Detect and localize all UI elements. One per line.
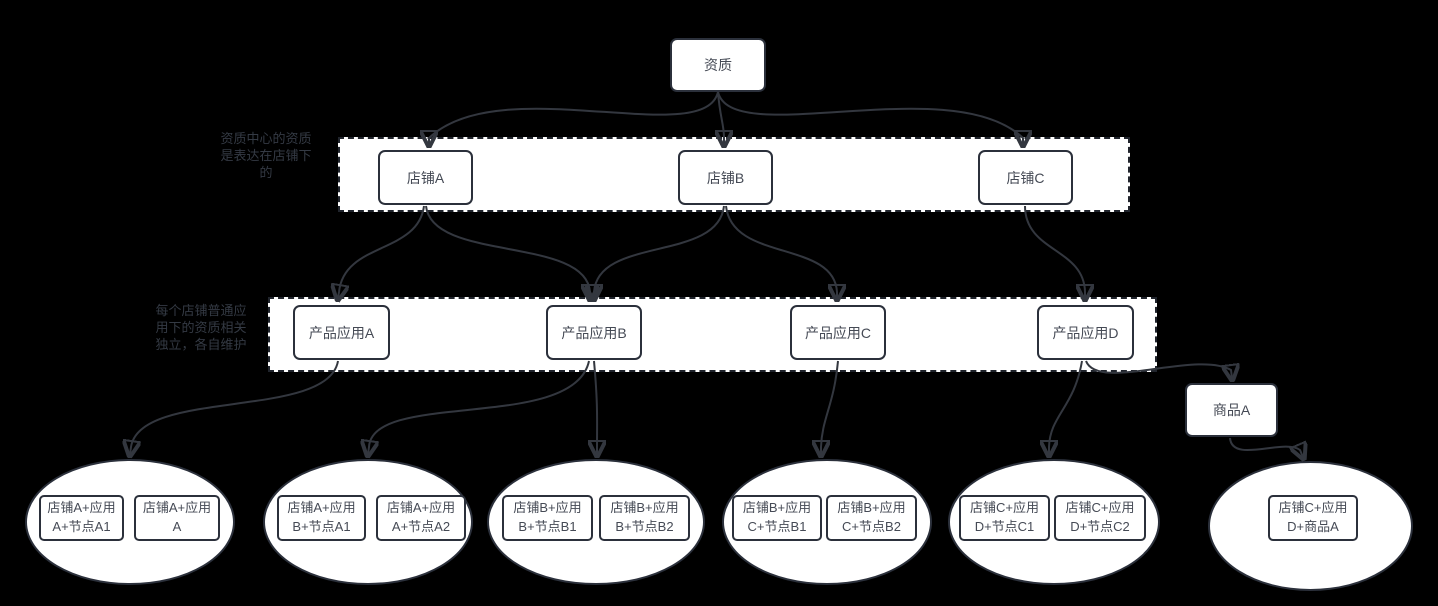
node-product-a: 商品A xyxy=(1185,383,1278,437)
arrow-app-b-to-ellipse-2 xyxy=(368,360,590,454)
arrow-app-d-to-ellipse-5 xyxy=(1049,360,1083,454)
leaf-shop-c-app-d-product-a: 店铺C+应用 D+商品A xyxy=(1268,495,1358,541)
node-app-d: 产品应用D xyxy=(1037,305,1134,360)
node-shop-a-label: 店铺A xyxy=(406,169,445,186)
node-app-d-label: 产品应用D xyxy=(1052,324,1119,341)
node-app-b: 产品应用B xyxy=(546,305,642,360)
arrow-shop-b-to-app-b xyxy=(594,205,725,298)
leaf-shop-b-app-c-node-b1: 店铺B+应用 C+节点B1 xyxy=(732,495,822,541)
node-shop-a: 店铺A xyxy=(378,150,473,205)
annotation-app-qualification: 每个店铺普通应 用下的资质相关 独立，各自维护 xyxy=(155,303,247,352)
leaf-shop-a-app-a-node-a1: 店铺A+应用 A+节点A1 xyxy=(39,495,124,541)
node-app-b-label: 产品应用B xyxy=(561,324,627,341)
arrow-app-b-to-ellipse-3 xyxy=(594,360,597,454)
leaf-shop-a-app-a-node-a2: 店铺A+应用 A+节点A2 xyxy=(376,495,466,541)
node-shop-b-label: 店铺B xyxy=(706,169,745,186)
node-shop-c-label: 店铺C xyxy=(1006,169,1045,186)
leaf-shop-a-app-b-node-a1: 店铺A+应用 B+节点A1 xyxy=(277,495,366,541)
annotation-shop-qualification: 资质中心的资质 是表达在店铺下 的 xyxy=(220,131,312,180)
node-app-c: 产品应用C xyxy=(790,305,886,360)
node-qualification-label: 资质 xyxy=(704,57,732,73)
leaf-shop-c-app-d-node-c2: 店铺C+应用 D+节点C2 xyxy=(1054,495,1146,541)
leaf-shop-b-app-b-node-b2: 店铺B+应用 B+节点B2 xyxy=(599,495,690,541)
arrow-shop-b-to-app-c xyxy=(725,205,837,298)
leaf-shop-a-app-a: 店铺A+应用 A xyxy=(134,495,220,541)
arrow-product-a-to-ellipse-6 xyxy=(1229,437,1303,457)
node-app-a-label: 产品应用A xyxy=(308,324,375,341)
node-qualification: 资质 xyxy=(670,38,766,92)
leaf-shop-b-app-b-node-b1: 店铺B+应用 B+节点B1 xyxy=(502,495,593,541)
leaf-shop-b-app-c-node-b2: 店铺B+应用 C+节点B2 xyxy=(826,495,917,541)
leaf-shop-c-app-d-node-c1: 店铺C+应用 D+节点C1 xyxy=(959,495,1050,541)
node-app-a: 产品应用A xyxy=(293,305,390,360)
node-shop-c: 店铺C xyxy=(978,150,1073,205)
node-app-c-label: 产品应用C xyxy=(804,324,872,341)
arrow-shop-c-to-app-d xyxy=(1024,205,1085,298)
apps-group-container xyxy=(268,297,1157,372)
arrow-app-c-to-ellipse-4 xyxy=(821,360,839,454)
node-product-a-label: 商品A xyxy=(1212,402,1251,418)
arrow-app-a-to-ellipse-1 xyxy=(130,360,339,454)
node-shop-b: 店铺B xyxy=(678,150,773,205)
arrow-shop-a-to-app-b xyxy=(425,205,590,298)
arrow-shop-a-to-app-a xyxy=(338,205,425,298)
